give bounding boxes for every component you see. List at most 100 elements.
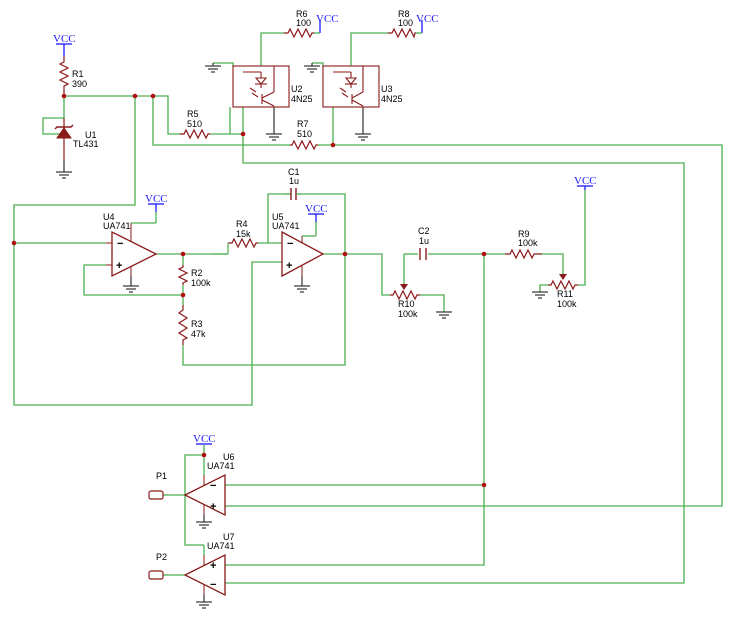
opamp-u5: − +: [281, 230, 325, 278]
vcc-leads: [155, 32, 422, 236]
u5-value: UA741: [272, 221, 300, 231]
u2-ref: U2: [291, 84, 303, 94]
u3-ref: U3: [381, 84, 393, 94]
port-p2-connector[interactable]: [148, 570, 164, 580]
u3-value: 4N25: [381, 94, 403, 104]
r9-ref: R9: [518, 229, 530, 239]
r10-ref: R10: [398, 299, 415, 309]
ground-icon: [436, 311, 452, 319]
zener-triangle-icon: [56, 127, 72, 139]
opamp-u6: − +: [183, 473, 226, 517]
ground-icon: [56, 160, 72, 179]
led-icon: [254, 77, 268, 85]
opamp-minus-sign: −: [210, 480, 216, 492]
r5-value: 510: [187, 119, 202, 129]
wire: [312, 62, 324, 66]
c2-value: 1u: [419, 236, 429, 246]
wire: [184, 454, 204, 546]
r7-value: 510: [297, 129, 312, 139]
wire: [323, 253, 390, 296]
vcc-label-r11: VCC: [574, 175, 597, 187]
vcc-label-u5: VCC: [305, 203, 328, 215]
vcc-symbols: [56, 20, 593, 445]
opamp-u4: − +: [106, 222, 158, 278]
resistor-r9-icon: [505, 248, 542, 260]
r8-ref: R8: [398, 9, 410, 19]
c1-value: 1u: [289, 176, 299, 186]
ground-icon: [196, 515, 212, 529]
junction-dot: [481, 482, 487, 488]
component-labels: R1 390 U1 TL431 R5 510 R6 100 R8 100 U2 …: [72, 9, 577, 551]
u1-ref: U1: [85, 130, 97, 140]
capacitor-c1-icon: [283, 188, 302, 200]
ground-icon: [294, 276, 310, 293]
port-p1-label: P1: [156, 471, 167, 481]
port-p2-label: P2: [156, 552, 167, 562]
capacitor-c2-icon: [419, 248, 427, 260]
opamp-u7: + −: [183, 553, 226, 597]
wire: [420, 294, 445, 312]
optocoupler-u3: [322, 65, 380, 108]
u4-ref: U4: [103, 212, 115, 222]
ground-icon: [123, 276, 139, 293]
vcc-label-r1: VCC: [53, 33, 76, 45]
wire: [213, 62, 234, 66]
r10-value: 100k: [398, 309, 418, 319]
junction-dot: [150, 93, 156, 99]
r3-value: 47k: [191, 329, 206, 339]
vcc-label-r8: VCC: [416, 13, 439, 25]
u7-value: UA741: [207, 541, 235, 551]
vcc-label-u6: VCC: [193, 433, 216, 445]
r1-ref: R1: [72, 69, 84, 79]
resistors: [58, 27, 578, 345]
wire: [350, 32, 388, 66]
u1-value: TL431: [73, 139, 99, 149]
junction-dot: [342, 251, 348, 257]
resistor-r7-icon: [290, 139, 318, 151]
wire: [13, 96, 282, 406]
wire: [182, 254, 346, 366]
u6-value: UA741: [207, 461, 235, 471]
u6-ref: U6: [223, 452, 235, 462]
u4-value: UA741: [103, 221, 131, 231]
vcc-label-r6: VCC: [316, 13, 339, 25]
wire: [225, 134, 685, 584]
junction-dot: [240, 131, 246, 137]
c2-ref: C2: [418, 226, 430, 236]
opamp-minus-sign: −: [210, 579, 216, 591]
ports: [148, 490, 164, 580]
resistor-r1-icon: [58, 56, 70, 96]
port-p1-connector[interactable]: [148, 490, 164, 500]
wire: [153, 95, 180, 135]
junction-dot: [11, 240, 17, 246]
c1-ref: C1: [288, 167, 300, 177]
r8-value: 100: [398, 18, 413, 28]
r4-value: 15k: [236, 229, 251, 239]
wire: [539, 284, 548, 292]
resistor-r5-icon: [180, 128, 210, 140]
ground-symbols: [56, 63, 548, 609]
wire: [578, 190, 586, 286]
r3-ref: R3: [191, 319, 203, 329]
wires: [13, 32, 723, 584]
wire: [42, 96, 65, 135]
wire: [542, 253, 564, 274]
opamp-minus-sign: −: [287, 238, 293, 250]
capacitors: [283, 188, 427, 260]
ground-icon: [205, 63, 221, 73]
ground-icon: [304, 63, 320, 73]
r6-ref: R6: [296, 9, 308, 19]
opamp-plus-sign: +: [210, 560, 216, 572]
wire: [267, 193, 283, 243]
wire: [225, 254, 485, 566]
r1-value: 390: [72, 79, 87, 89]
r4-ref: R4: [236, 219, 248, 229]
ground-icon: [532, 291, 548, 299]
r7-ref: R7: [297, 119, 309, 129]
r6-value: 100: [296, 18, 311, 28]
u5-ref: U5: [272, 212, 284, 222]
led-icon: [344, 77, 358, 85]
wire: [260, 32, 284, 66]
junction-dot: [180, 251, 186, 257]
